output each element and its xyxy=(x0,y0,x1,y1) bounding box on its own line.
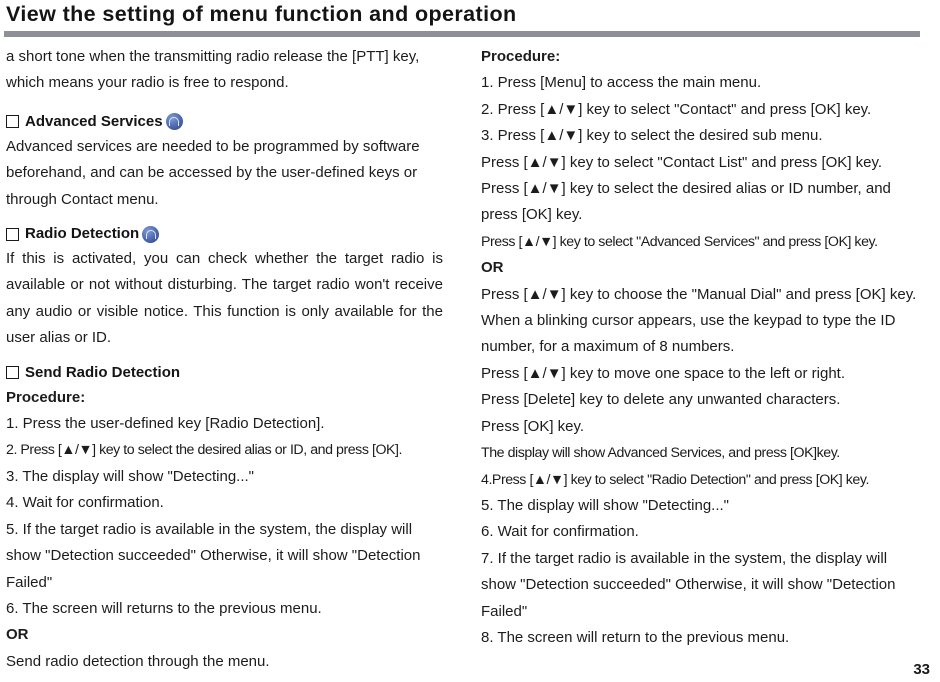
procedure-step: 2. Press [▲/▼] key to select "Contact" a… xyxy=(481,100,872,118)
two-column-body: a short tone when the transmitting radio… xyxy=(0,44,940,670)
section-heading-label: Advanced Services xyxy=(25,112,163,130)
procedure-step: 4.Press [▲/▼] key to select "Radio Detec… xyxy=(481,471,869,488)
procedure-step: Press [▲/▼] key to choose the "Manual Di… xyxy=(481,285,917,356)
square-bullet-icon xyxy=(6,227,19,241)
procedure-step: Press [Delete] key to delete any unwante… xyxy=(481,391,841,409)
procedure-step: 8. The screen will return to the previou… xyxy=(481,628,790,646)
radio-detection-body: If this is activated, you can check whet… xyxy=(6,250,443,347)
section-heading-label: Radio Detection xyxy=(25,225,140,243)
closing-line: Send radio detection through the menu. xyxy=(6,652,270,670)
section-heading-label: Send Radio Detection xyxy=(25,363,181,381)
header-divider xyxy=(4,31,920,37)
procedure-step: 6. Wait for confirmation. xyxy=(481,523,639,541)
or-label: OR xyxy=(6,626,29,644)
section-heading-radio-detection: Radio Detection xyxy=(6,222,443,246)
procedure-step: 6. The screen will returns to the previo… xyxy=(6,599,322,617)
page-title: View the setting of menu function and op… xyxy=(6,2,517,26)
procedure-step: 7. If the target radio is available in t… xyxy=(481,549,896,620)
advanced-services-body: Advanced services are needed to be progr… xyxy=(6,137,420,208)
blue-arch-badge-icon xyxy=(165,113,183,131)
square-bullet-icon xyxy=(6,366,19,380)
section-heading-advanced-services: Advanced Services xyxy=(6,110,443,134)
right-column: Procedure: 1. Press [Menu] to access the… xyxy=(481,44,918,651)
procedure-label: Procedure: xyxy=(481,48,561,65)
procedure-step: 4. Wait for confirmation. xyxy=(6,494,164,512)
procedure-step: 3. Press [▲/▼] key to select the desired… xyxy=(481,127,823,145)
procedure-step: Press [▲/▼] key to select "Advanced Serv… xyxy=(481,233,878,250)
page-number: 33 xyxy=(913,661,930,678)
intro-paragraph: a short tone when the transmitting radio… xyxy=(6,48,420,92)
square-bullet-icon xyxy=(6,115,19,129)
procedure-step: The display will show Advanced Services,… xyxy=(481,445,840,462)
procedure-step: 3. The display will show "Detecting..." xyxy=(6,467,254,485)
procedure-step: 5. The display will show "Detecting..." xyxy=(481,496,729,514)
or-label: OR xyxy=(481,259,504,277)
procedure-step: Press [OK] key. xyxy=(481,417,585,435)
procedure-step: 2. Press [▲/▼] key to select the desired… xyxy=(6,442,403,459)
left-column: a short tone when the transmitting radio… xyxy=(6,44,443,675)
procedure-step: Press [▲/▼] key to select the desired al… xyxy=(481,180,891,224)
section-heading-send-radio-detection: Send Radio Detection xyxy=(6,361,443,385)
procedure-label: Procedure: xyxy=(6,388,86,406)
procedure-step: 1. Press the user-defined key [Radio Det… xyxy=(6,415,325,433)
procedure-step: 5. If the target radio is available in t… xyxy=(6,520,421,591)
procedure-step: Press [▲/▼] key to move one space to the… xyxy=(481,364,846,382)
blue-arch-badge-icon xyxy=(142,225,160,243)
procedure-step: Press [▲/▼] key to select "Contact List"… xyxy=(481,153,883,171)
procedure-step: 1. Press [Menu] to access the main menu. xyxy=(481,74,762,92)
